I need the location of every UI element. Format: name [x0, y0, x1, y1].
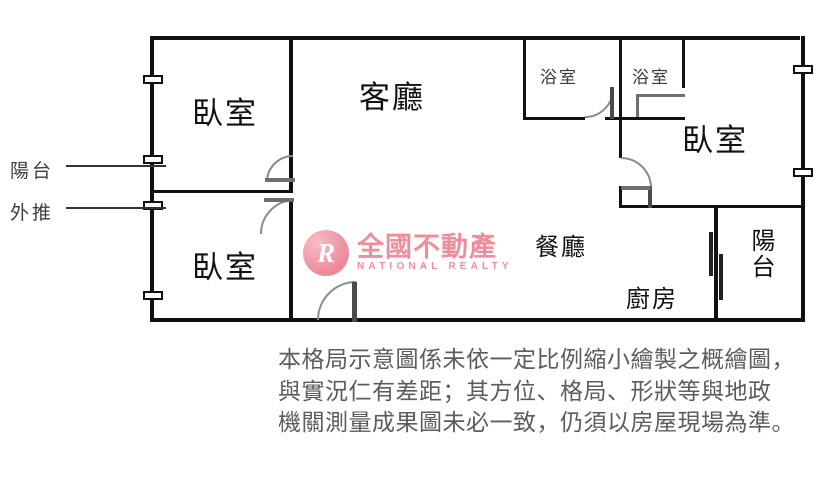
- room-label-bedroom-bottom-left: 臥室: [192, 250, 258, 285]
- disclaimer-line-1: 本格局示意圖係未依一定比例縮小繪製之概繪圖，: [278, 347, 795, 372]
- room-label-kitchen: 廚房: [626, 286, 678, 313]
- room-label-bathroom-1: 浴室: [540, 68, 578, 87]
- disclaimer-text: 本格局示意圖係未依一定比例縮小繪製之概繪圖， 與實況仁有差距；其方位、格局、形狀…: [278, 344, 818, 439]
- bathroom-1-door: [584, 87, 614, 119]
- disclaimer-line-3: 機關測量成果圖未必一致，仍須以房屋現場為準。: [278, 410, 795, 436]
- right-bedroom-door: [620, 157, 652, 208]
- bedroom-bottom-left-door: [259, 198, 294, 235]
- room-label-bathroom-2: 浴室: [632, 68, 670, 87]
- room-label-dining-room: 餐廳: [535, 234, 587, 261]
- bedroom-top-left-door: [265, 155, 295, 183]
- annotation-balcony: 陽台: [10, 161, 55, 182]
- disclaimer-line-2: 與實況仁有差距；其方位、格局、形狀等與地政: [278, 378, 772, 404]
- room-label-living-room: 客廳: [359, 80, 425, 115]
- right-wall-windows: [793, 65, 813, 177]
- annotation-leader-lines: [66, 165, 166, 209]
- room-label-balcony-right: 陽台: [747, 228, 774, 280]
- left-bedrooms-walls: [150, 36, 293, 322]
- right-bedroom-walls: [619, 120, 801, 208]
- outer-walls: [150, 36, 805, 322]
- room-label-bedroom-right: 臥室: [682, 123, 748, 158]
- room-label-bedroom-top-left: 臥室: [192, 96, 258, 131]
- kitchen-balcony-sliding-door: [709, 232, 723, 300]
- kitchen-balcony-walls: [714, 205, 805, 322]
- left-wall-windows: [143, 75, 163, 300]
- annotation-outward-extension: 外推: [10, 203, 55, 224]
- main-entry-door: [317, 281, 357, 322]
